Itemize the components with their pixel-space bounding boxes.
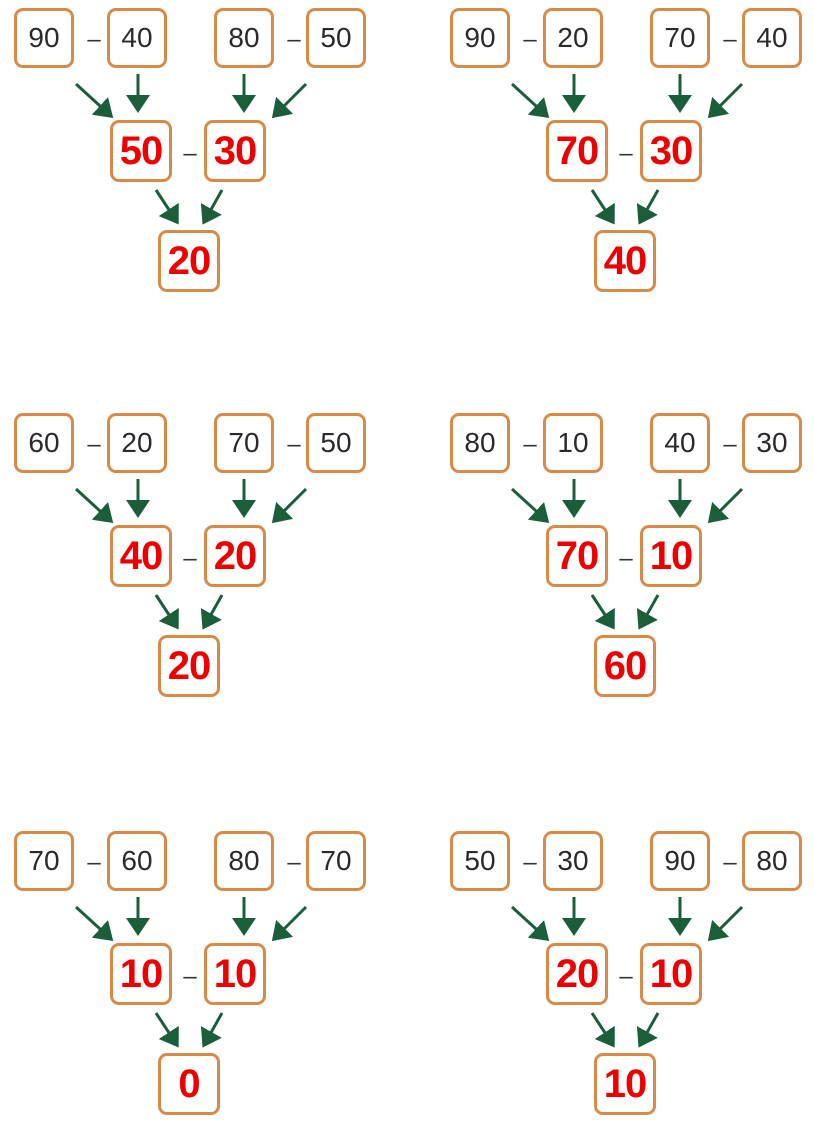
arrow bbox=[510, 82, 550, 119]
arrow bbox=[74, 905, 114, 942]
minus-sign: – bbox=[723, 431, 737, 458]
minus-sign: – bbox=[723, 849, 737, 876]
arrow bbox=[74, 82, 114, 119]
minus-sign: – bbox=[619, 545, 633, 572]
result-box: 20 bbox=[158, 635, 220, 697]
result-box: 20 bbox=[158, 230, 220, 292]
arrow bbox=[510, 905, 550, 942]
arrow bbox=[154, 1012, 179, 1048]
arrow bbox=[271, 905, 308, 942]
minus-sign: – bbox=[523, 431, 537, 458]
minus-sign: – bbox=[183, 963, 197, 990]
arrows bbox=[74, 897, 308, 1048]
arrow bbox=[636, 594, 660, 630]
arrow bbox=[200, 594, 224, 630]
minuend-box: 70 bbox=[214, 413, 274, 473]
subtrahend-box: 50 bbox=[306, 413, 366, 473]
answer-box: 10 bbox=[640, 943, 702, 1005]
minus-sign: – bbox=[619, 140, 633, 167]
minuend-box: 80 bbox=[450, 413, 510, 473]
answer-box: 10 bbox=[640, 525, 702, 587]
subtrahend-box: 20 bbox=[107, 413, 167, 473]
minuend-box: 50 bbox=[450, 831, 510, 891]
arrows bbox=[510, 479, 744, 630]
subtrahend-box: 30 bbox=[543, 831, 603, 891]
arrow bbox=[590, 189, 615, 225]
minus-sign: – bbox=[723, 26, 737, 53]
minuend-box: 90 bbox=[650, 831, 710, 891]
subtrahend-box: 70 bbox=[306, 831, 366, 891]
minus-sign: – bbox=[287, 26, 301, 53]
result-box: 0 bbox=[158, 1053, 220, 1115]
minuend-box: 90 bbox=[14, 8, 74, 68]
subtrahend-box: 20 bbox=[543, 8, 603, 68]
minuend-box: 80 bbox=[214, 831, 274, 891]
arrow bbox=[590, 594, 615, 630]
minuend-box: 70 bbox=[650, 8, 710, 68]
minus-sign: – bbox=[87, 431, 101, 458]
minuend-box: 70 bbox=[14, 831, 74, 891]
minuend-box: 80 bbox=[214, 8, 274, 68]
answer-box: 20 bbox=[204, 525, 266, 587]
subtrahend-box: 40 bbox=[742, 8, 802, 68]
result-box: 40 bbox=[594, 230, 656, 292]
arrow bbox=[510, 487, 550, 524]
arrow bbox=[271, 82, 308, 119]
minus-sign: – bbox=[287, 431, 301, 458]
answer-box: 20 bbox=[546, 943, 608, 1005]
minuend-box: 40 bbox=[650, 413, 710, 473]
arrows bbox=[74, 479, 308, 630]
minus-sign: – bbox=[183, 545, 197, 572]
arrow bbox=[636, 1012, 660, 1048]
minus-sign: – bbox=[619, 963, 633, 990]
answer-box: 30 bbox=[640, 120, 702, 182]
subtrahend-box: 50 bbox=[306, 8, 366, 68]
minuend-box: 90 bbox=[450, 8, 510, 68]
arrows bbox=[510, 74, 744, 225]
answer-box: 40 bbox=[110, 525, 172, 587]
arrow bbox=[636, 189, 660, 225]
arrow bbox=[590, 1012, 615, 1048]
result-box: 60 bbox=[594, 635, 656, 697]
minus-sign: – bbox=[523, 26, 537, 53]
arrow bbox=[707, 905, 744, 942]
arrow bbox=[200, 189, 224, 225]
subtrahend-box: 80 bbox=[742, 831, 802, 891]
arrow bbox=[154, 594, 179, 630]
answer-box: 70 bbox=[546, 525, 608, 587]
answer-box: 70 bbox=[546, 120, 608, 182]
arrow bbox=[154, 189, 179, 225]
arrows bbox=[510, 897, 744, 1048]
minus-sign: – bbox=[183, 140, 197, 167]
subtrahend-box: 40 bbox=[107, 8, 167, 68]
arrow bbox=[271, 487, 308, 524]
arrow bbox=[707, 487, 744, 524]
minus-sign: – bbox=[87, 849, 101, 876]
answer-box: 10 bbox=[110, 943, 172, 1005]
answer-box: 30 bbox=[204, 120, 266, 182]
subtrahend-box: 60 bbox=[107, 831, 167, 891]
subtrahend-box: 30 bbox=[742, 413, 802, 473]
minus-sign: – bbox=[87, 26, 101, 53]
arrow bbox=[707, 82, 744, 119]
minuend-box: 60 bbox=[14, 413, 74, 473]
answer-box: 50 bbox=[110, 120, 172, 182]
arrows bbox=[74, 74, 308, 225]
minus-sign: – bbox=[523, 849, 537, 876]
answer-box: 10 bbox=[204, 943, 266, 1005]
subtrahend-box: 10 bbox=[543, 413, 603, 473]
arrow bbox=[74, 487, 114, 524]
result-box: 10 bbox=[594, 1053, 656, 1115]
minus-sign: – bbox=[287, 849, 301, 876]
arrow bbox=[200, 1012, 224, 1048]
